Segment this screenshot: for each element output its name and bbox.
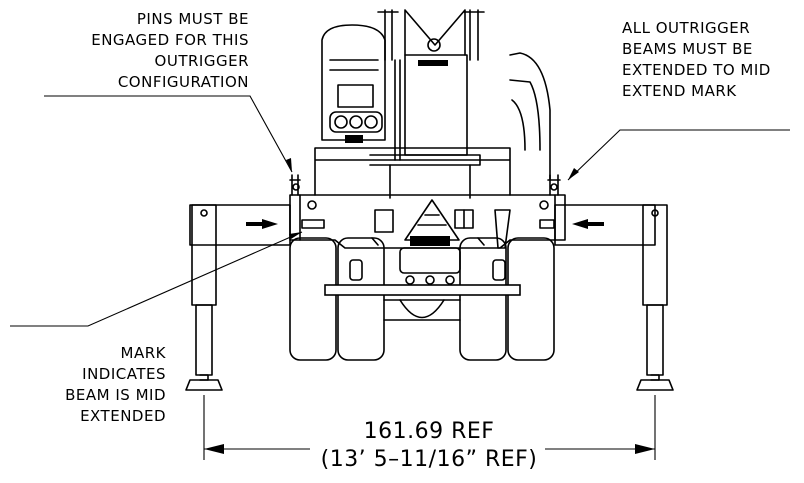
outrigger-leg-left xyxy=(185,204,223,391)
leader-beams xyxy=(567,129,790,181)
truck-tires xyxy=(289,237,555,361)
beams-line-2: BEAMS MUST BE xyxy=(622,40,753,58)
dimension-line xyxy=(203,395,656,460)
dimension-secondary: (13’ 5–11/16” REF) xyxy=(321,447,538,472)
annotation-beams: ALL OUTRIGGER BEAMS MUST BE EXTENDED TO … xyxy=(622,19,771,100)
leader-pins xyxy=(44,95,293,173)
outrigger-leg-right xyxy=(636,204,674,391)
annotation-mark: MARK INDICATES BEAM IS MID EXTENDED xyxy=(65,344,167,425)
beams-line-3: EXTENDED TO MID xyxy=(622,61,771,79)
mark-line-4: EXTENDED xyxy=(80,407,166,425)
truck-cab xyxy=(509,52,551,181)
pins-line-3: OUTRIGGER xyxy=(155,52,249,70)
pins-line-4: CONFIGURATION xyxy=(118,73,249,91)
outrigger-crossbar xyxy=(189,174,656,285)
leader-mark xyxy=(10,231,303,327)
dimension-primary: 161.69 REF xyxy=(364,419,495,444)
annotation-pins: PINS MUST BE ENGAGED FOR THIS OUTRIGGER … xyxy=(91,10,249,91)
pins-line-1: PINS MUST BE xyxy=(137,10,249,28)
beams-line-4: EXTEND MARK xyxy=(622,82,737,100)
mark-line-3: BEAM IS MID xyxy=(65,386,166,404)
mark-line-2: INDICATES xyxy=(82,365,166,383)
crane-turret xyxy=(314,9,511,199)
beams-line-1: ALL OUTRIGGER xyxy=(622,19,750,37)
pins-line-2: ENGAGED FOR THIS xyxy=(91,31,249,49)
beam-arrows xyxy=(246,219,604,229)
dimension-labels: 161.69 REF (13’ 5–11/16” REF) xyxy=(321,419,538,472)
mark-line-1: MARK xyxy=(121,344,167,362)
